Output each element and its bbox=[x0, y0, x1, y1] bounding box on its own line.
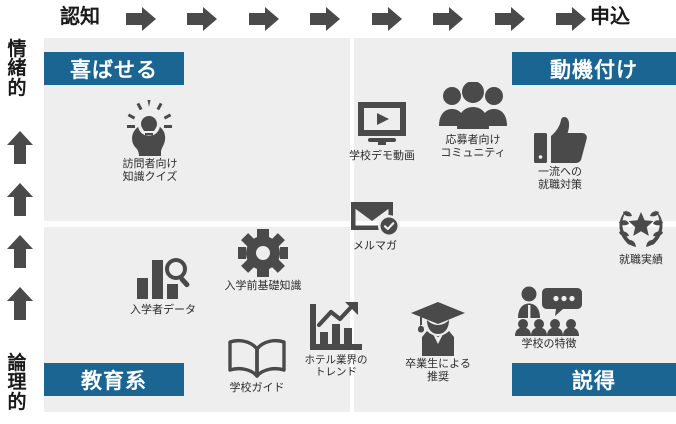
strategy-matrix: 喜ばせる 動機付け 教育系 説得 bbox=[44, 38, 676, 412]
arrow-right-icon bbox=[126, 5, 156, 33]
graduate-icon bbox=[409, 300, 467, 356]
arrow-up-icon bbox=[5, 286, 35, 320]
thumbs-up-icon bbox=[532, 116, 588, 164]
open-book-icon bbox=[225, 336, 289, 380]
item-label: 一流への 就職対策 bbox=[538, 165, 582, 191]
item-pre-entry-basics[interactable]: 入学前基礎知識 bbox=[204, 228, 322, 293]
lightbulb-head-icon bbox=[118, 100, 182, 156]
speaker-audience-icon bbox=[515, 286, 583, 336]
laurel-star-icon bbox=[613, 202, 669, 252]
item-label: 入学者データ bbox=[130, 303, 196, 316]
arrow-right-icon bbox=[187, 5, 218, 33]
vertical-arrow-column bbox=[1, 130, 39, 320]
item-enrollee-data[interactable]: 入学者データ bbox=[108, 250, 218, 317]
arrow-right-icon bbox=[371, 5, 402, 33]
item-label: 学校ガイド bbox=[229, 381, 285, 394]
item-label: 学校の特徴 bbox=[521, 337, 577, 350]
item-applicant-community[interactable]: 応募者向け コミュニティ bbox=[418, 82, 528, 160]
quadrant-header-motivate: 動機付け bbox=[512, 52, 676, 85]
item-label: メルマガ bbox=[353, 239, 397, 252]
item-visitor-quiz[interactable]: 訪問者向け 知識クイズ bbox=[94, 100, 206, 184]
arrow-up-icon bbox=[5, 182, 35, 216]
arrow-right-icon bbox=[310, 5, 341, 33]
axis-label-awareness: 認知 bbox=[60, 4, 100, 28]
arrow-right-icon bbox=[494, 5, 525, 33]
item-alumni-recommend[interactable]: 卒業生による 推奨 bbox=[384, 300, 492, 384]
arrow-right-icon bbox=[555, 5, 586, 33]
axis-label-emotional: 情緒的 bbox=[7, 38, 27, 99]
item-label: 卒業生による 推奨 bbox=[405, 357, 471, 383]
arrow-right-icon bbox=[433, 5, 464, 33]
item-employment-record[interactable]: 就職実績 bbox=[596, 202, 676, 267]
item-label: 就職実績 bbox=[619, 253, 663, 266]
item-label: 応募者向け コミュニティ bbox=[440, 133, 506, 159]
quadrant-header-persuade: 説得 bbox=[512, 363, 676, 396]
axis-label-application: 申込 bbox=[590, 4, 630, 28]
video-monitor-icon bbox=[354, 100, 410, 148]
arrow-up-icon bbox=[5, 234, 35, 268]
axis-label-logical: 論理的 bbox=[7, 351, 27, 413]
item-label: ホテル業界の トレンド bbox=[304, 354, 368, 379]
item-school-demo-video[interactable]: 学校デモ動画 bbox=[330, 100, 434, 163]
people-group-icon bbox=[437, 82, 509, 132]
item-label: 学校デモ動画 bbox=[349, 149, 415, 162]
horizontal-arrow-row bbox=[126, 3, 586, 35]
bar-chart-search-icon bbox=[131, 250, 195, 302]
item-hotel-industry-trend[interactable]: ホテル業界の トレンド bbox=[288, 300, 384, 379]
gear-icon bbox=[237, 228, 289, 278]
item-label: 入学前基礎知識 bbox=[224, 279, 302, 292]
item-mail-magazine[interactable]: メルマガ bbox=[329, 196, 421, 253]
vertical-axis: 情緒的 論理的 bbox=[0, 38, 42, 412]
item-top-tier-job-prep[interactable]: 一流への 就職対策 bbox=[514, 116, 606, 192]
item-label: 訪問者向け 知識クイズ bbox=[122, 157, 178, 183]
quadrant-header-educate: 教育系 bbox=[44, 363, 184, 396]
trend-chart-icon bbox=[308, 300, 364, 352]
item-school-features[interactable]: 学校の特徴 bbox=[499, 286, 599, 351]
item-school-guide[interactable]: 学校ガイド bbox=[209, 336, 305, 395]
quadrant-header-delight: 喜ばせる bbox=[44, 52, 184, 85]
envelope-check-icon bbox=[349, 196, 401, 238]
horizontal-axis: 認知 申込 bbox=[0, 0, 676, 38]
arrow-right-icon bbox=[248, 5, 279, 33]
arrow-up-icon bbox=[5, 130, 35, 164]
